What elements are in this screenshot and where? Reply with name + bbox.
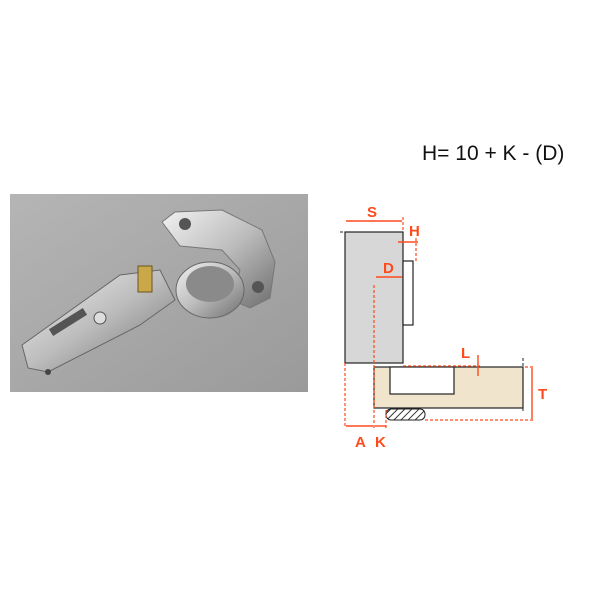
door-handle-section <box>385 408 426 421</box>
cup-recess <box>389 366 455 395</box>
label-l: L <box>461 345 470 362</box>
label-h: H <box>409 223 420 240</box>
label-a: A <box>355 434 366 451</box>
hinge-photo <box>10 194 308 392</box>
mounting-plate <box>402 260 414 326</box>
hinge-formula: H= 10 + K - (D) <box>422 142 565 165</box>
label-s: S <box>367 204 377 221</box>
label-d: D <box>383 260 394 277</box>
label-k: K <box>375 434 386 451</box>
hinge-diagram: S H D L T A K <box>340 204 547 451</box>
label-t: T <box>538 386 547 403</box>
